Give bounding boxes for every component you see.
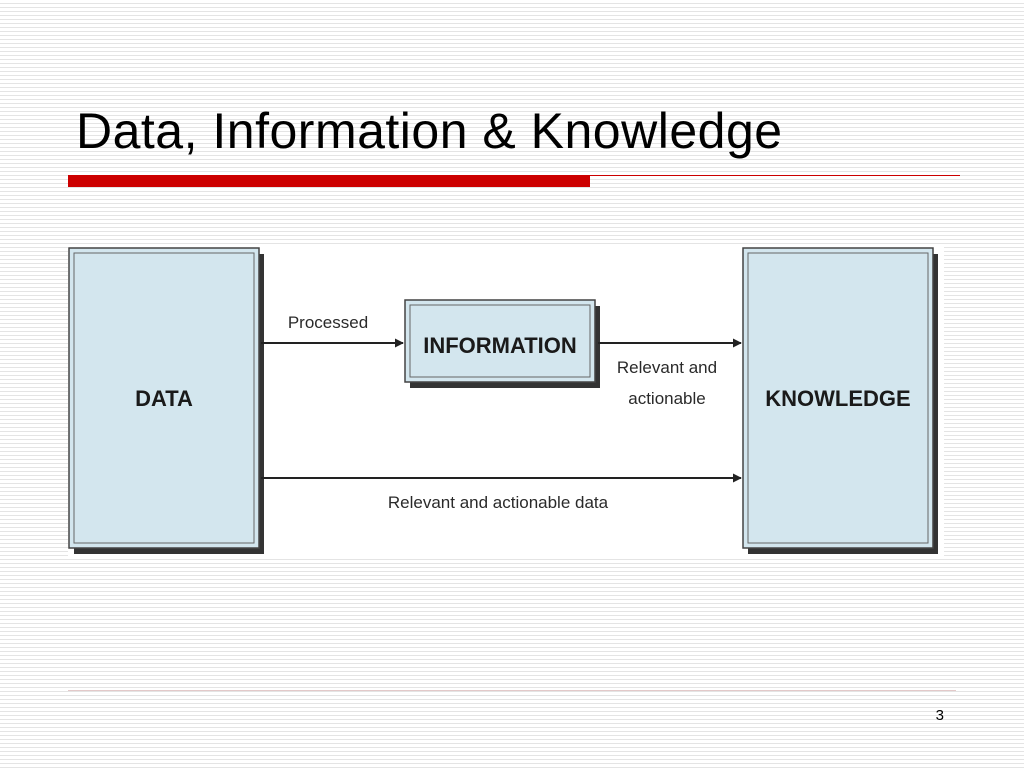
label-processed: Processed [288, 313, 368, 332]
arrow-data-to-knowledge: Relevant and actionable data [261, 473, 742, 512]
title-underline-thick [68, 175, 590, 187]
information-box-label: INFORMATION [423, 333, 577, 358]
label-relevant-and-actionable-data: Relevant and actionable data [388, 493, 609, 512]
slide-title: Data, Information & Knowledge [76, 103, 783, 159]
title-underline-thin [590, 175, 960, 176]
arrow-data-to-information: Processed [261, 313, 404, 348]
flow-diagram: DATA INFORMATION KNOWLEDGE Processed Rel… [68, 247, 938, 554]
data-box: DATA [68, 247, 264, 554]
information-box: INFORMATION [404, 299, 600, 388]
knowledge-box: KNOWLEDGE [742, 247, 938, 554]
label-actionable: actionable [628, 389, 706, 408]
diagram-panel: DATA INFORMATION KNOWLEDGE Processed Rel… [68, 244, 944, 558]
arrow-information-to-knowledge: Relevant and actionable [598, 338, 742, 408]
knowledge-box-label: KNOWLEDGE [765, 386, 910, 411]
label-relevant-and: Relevant and [617, 358, 717, 377]
footer-divider [68, 690, 956, 691]
page-number: 3 [935, 707, 944, 724]
data-box-label: DATA [135, 386, 193, 411]
